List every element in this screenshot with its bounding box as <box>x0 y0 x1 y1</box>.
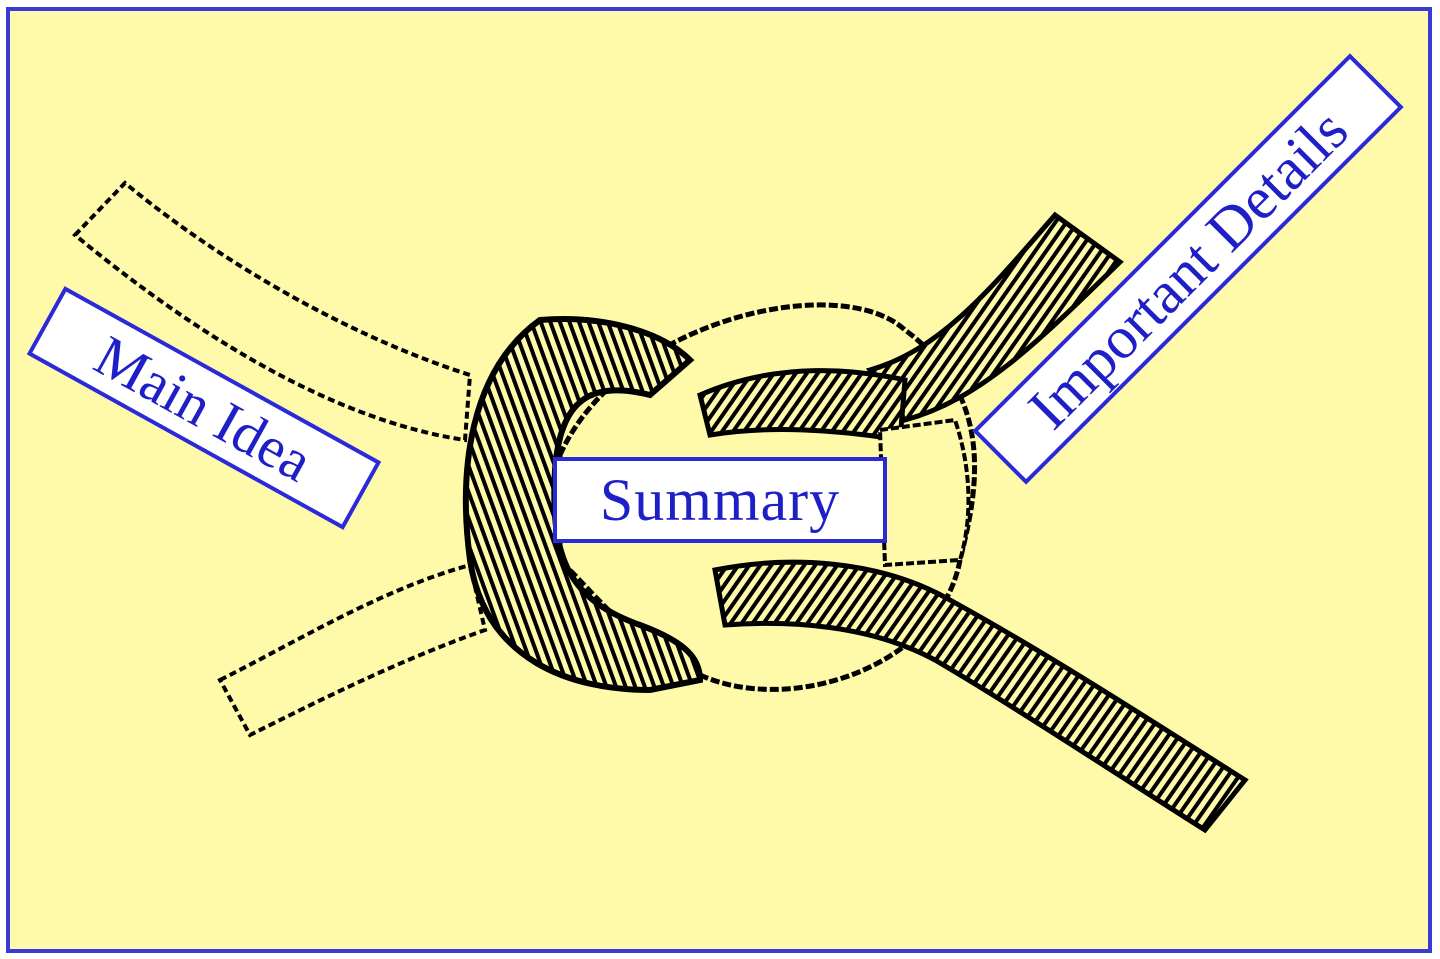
rope-light-upper-end <box>72 180 473 443</box>
rope-dark-left-loop <box>462 316 704 694</box>
summary-label: Summary <box>553 457 887 543</box>
rope-dark-upper-strand <box>697 368 908 443</box>
rope-dark-upper-end <box>865 211 1124 423</box>
knot-centre <box>877 417 971 568</box>
rope-light-lower-end <box>217 562 488 738</box>
rope-dark-lower-strand <box>712 559 1249 834</box>
